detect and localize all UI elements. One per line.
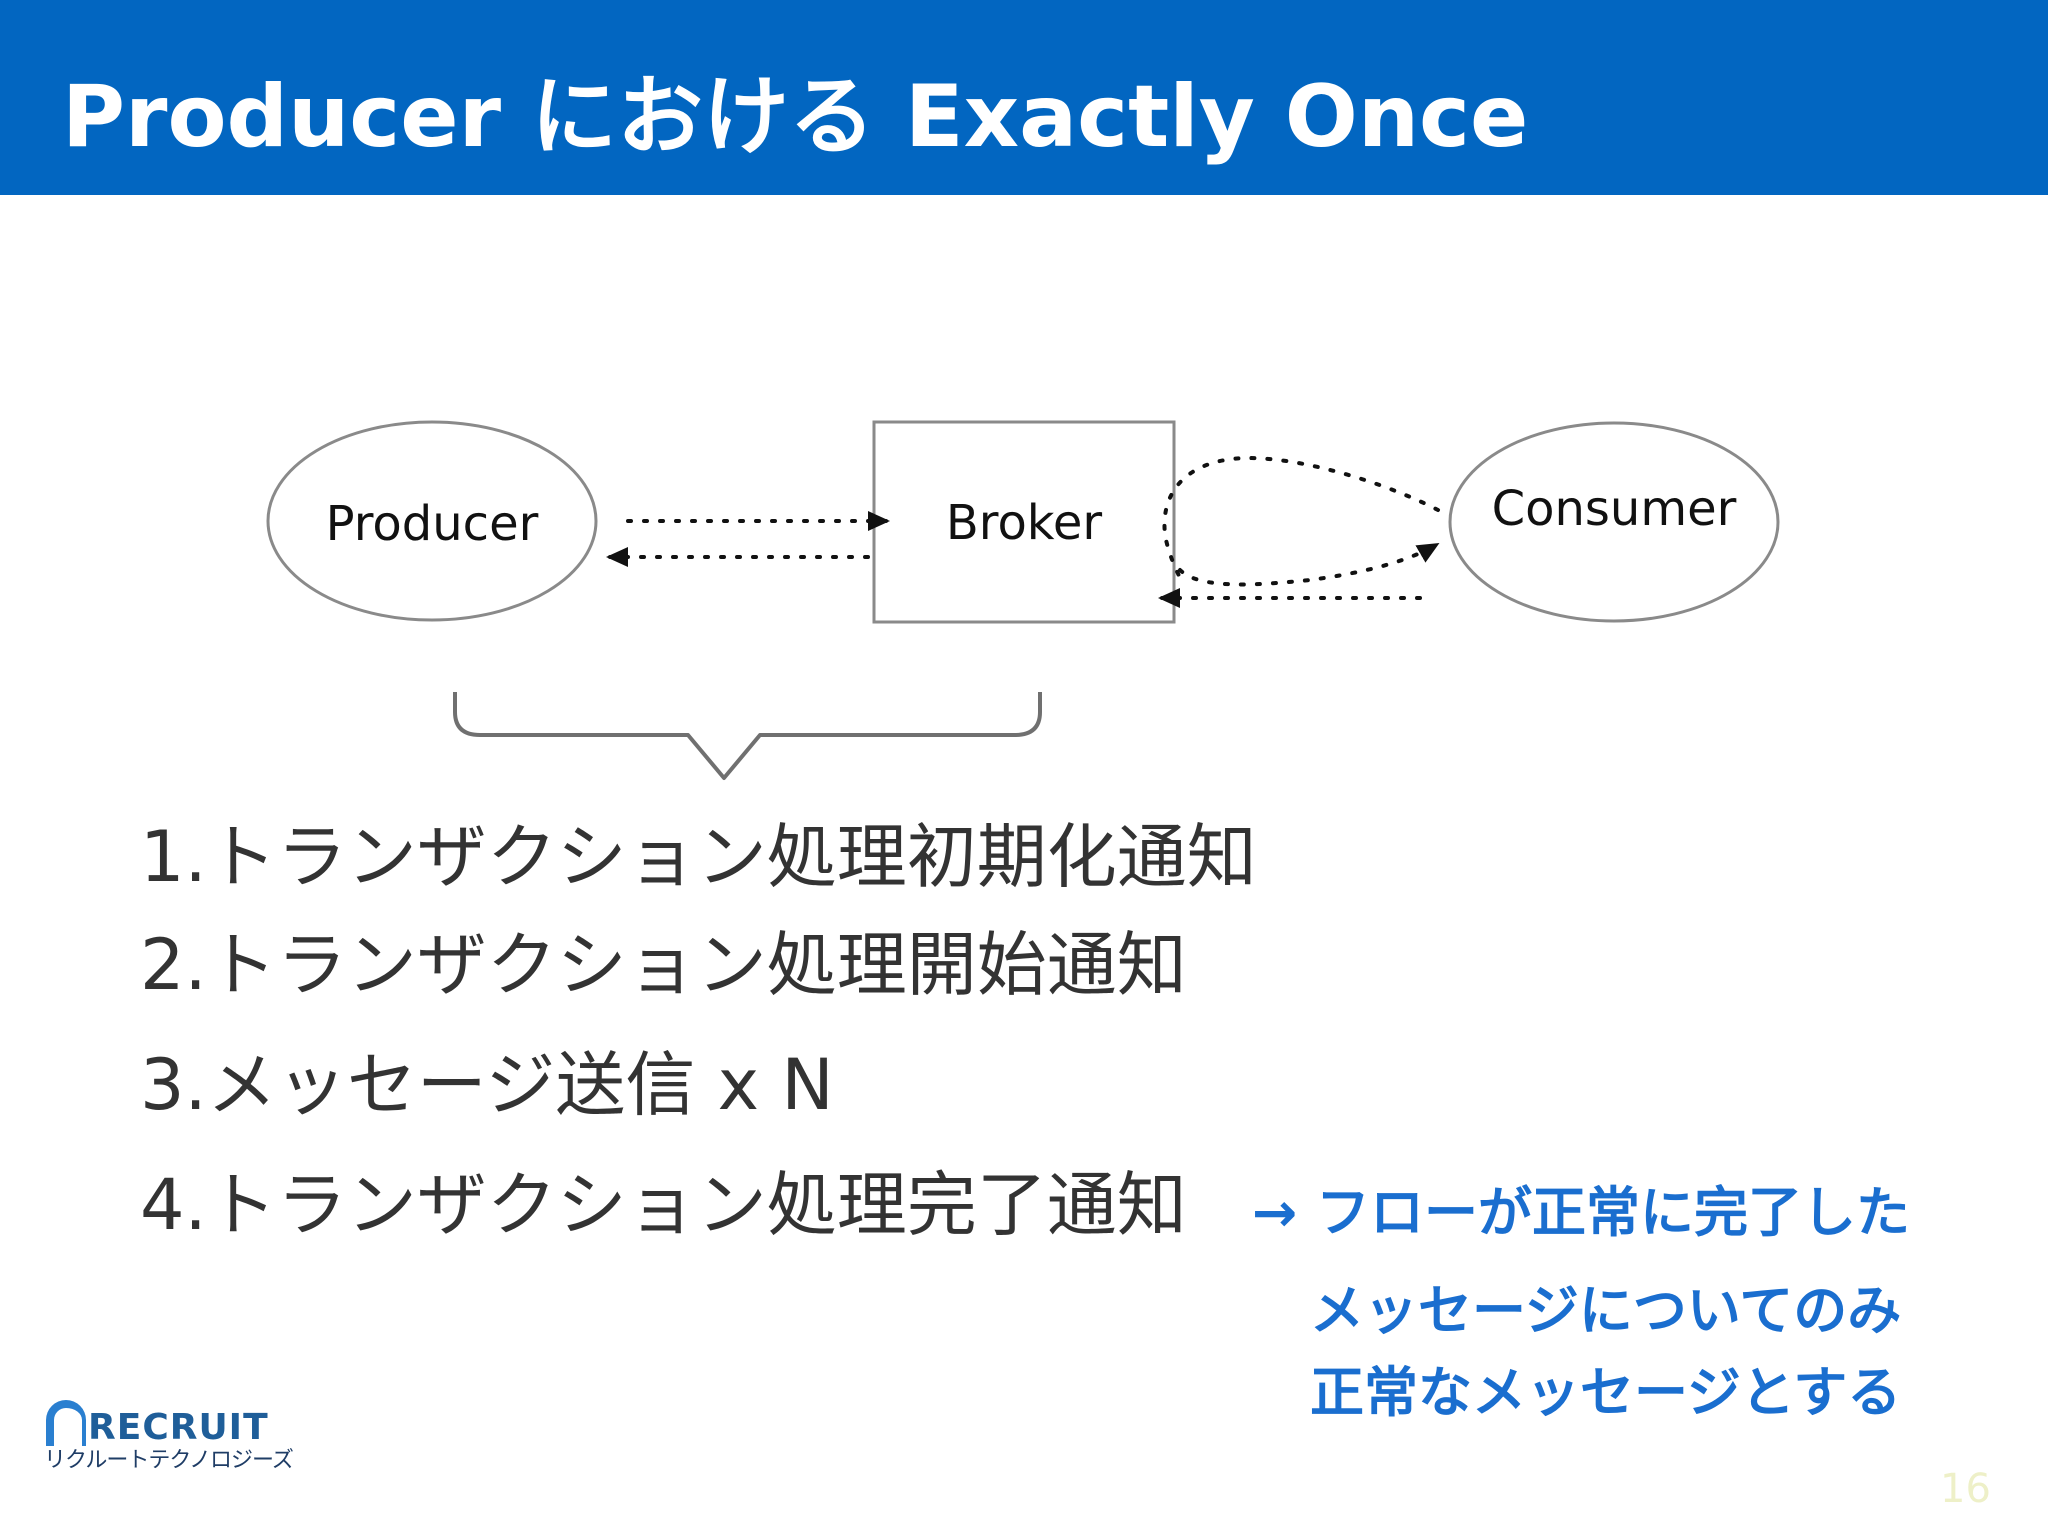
broker-label: Broker (946, 495, 1103, 551)
recruit-logo: RECRUIT リクルートテクノロジーズ (44, 1400, 294, 1480)
consumer-node (1448, 421, 1780, 623)
broker-to-consumer-lower-curve (1178, 543, 1440, 587)
step-4: 4.トランザクション処理完了通知 (140, 1164, 1187, 1246)
consumer-label: Consumer (1492, 481, 1737, 537)
page-number: 16 (1940, 1466, 1991, 1512)
note-line-2: メッセージについてのみ (1310, 1279, 1902, 1342)
producer-node (266, 420, 598, 622)
step-2: 2.トランザクション処理開始通知 (140, 924, 1187, 1006)
title-bar: Producer における Exactly Once (0, 0, 2048, 195)
broker-to-consumer-upper-curve (1162, 456, 1440, 582)
logo-subtitle: リクルートテクノロジーズ (44, 1448, 294, 1473)
broker-node (872, 420, 1176, 624)
logo-wordmark: RECRUIT (88, 1407, 269, 1448)
logo-arc-icon (46, 1400, 86, 1446)
note-line-1: → フローが正常に完了した (1252, 1181, 1911, 1244)
step-3: 3.メッセージ送信 x N (140, 1044, 834, 1126)
slide-title: Producer における Exactly Once (62, 67, 1529, 167)
step-1: 1.トランザクション処理初期化通知 (140, 816, 1257, 898)
producer-label: Producer (326, 496, 539, 552)
grouping-brace (453, 692, 1042, 780)
note-line-3: 正常なメッセージとする (1310, 1361, 1902, 1424)
